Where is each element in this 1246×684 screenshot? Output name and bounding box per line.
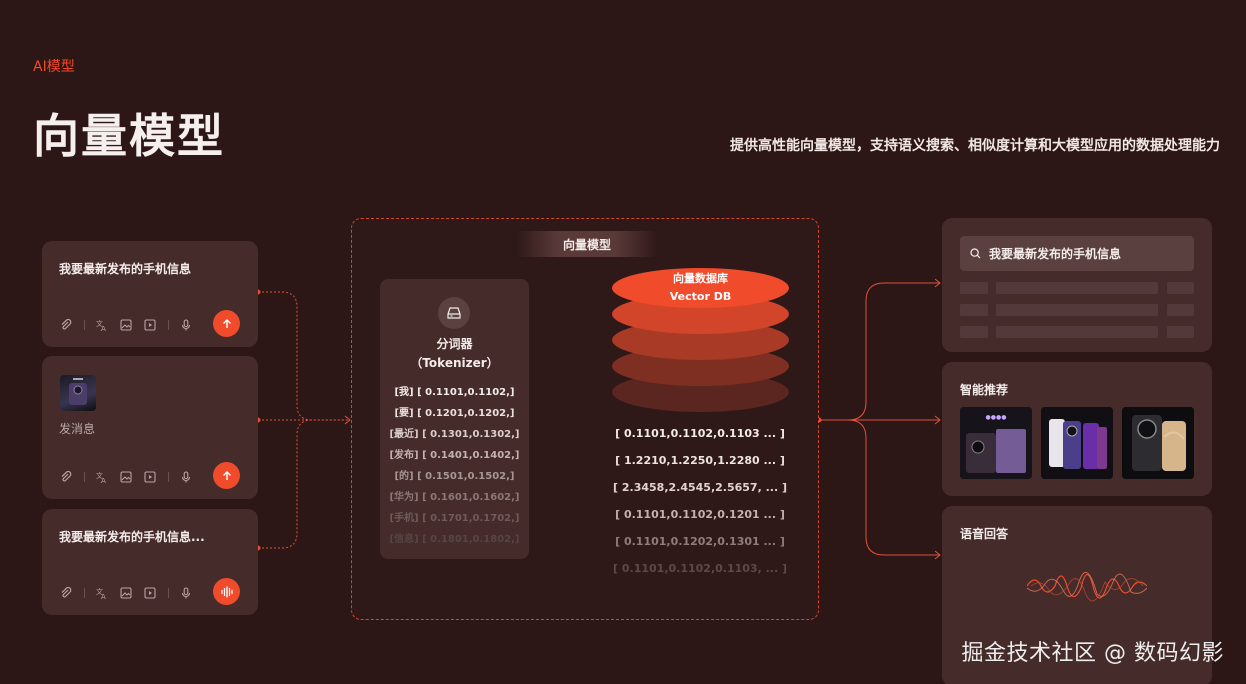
token-row: [信息] [ 0.1801,0.1802,] [389,534,520,545]
product-image[interactable] [1122,407,1194,479]
phone-thumbnail[interactable] [60,375,96,411]
svg-text:文: 文 [96,471,103,480]
microphone-icon[interactable] [180,587,192,599]
page-subtitle: 提供高性能向量模型，支持语义搜索、相似度计算和大模型应用的数据处理能力 [730,138,1220,154]
branch-voice [819,419,940,556]
product-image[interactable]: ●●●● [960,407,1032,479]
attach-icon[interactable] [60,471,72,483]
soundwave-graphic [1027,571,1147,602]
svg-text:A: A [101,325,106,331]
vector-row: [ 0.1101,0.1102,0.1103 ... ] [615,427,785,440]
vector-db-label: 向量数据库 Vector DB [612,270,789,306]
drive-icon [438,297,470,329]
video-icon[interactable] [144,471,156,483]
svg-text:A: A [101,477,106,483]
microphone-icon[interactable] [180,471,192,483]
message-label: 发消息 [59,422,96,436]
image-icon[interactable] [120,471,132,483]
tokenizer-title-cn: 分词器 [436,337,473,351]
attach-icon[interactable] [60,319,72,331]
svg-text:文: 文 [96,319,103,328]
search-bar[interactable]: 我要最新发布的手机信息 [960,236,1194,271]
skeleton-line [1167,304,1194,316]
token-row: [要] [ 0.1201,0.1202,] [394,408,515,419]
token-row: [华为] [ 0.1601,0.1602,] [389,492,520,503]
voice-button[interactable] [213,578,240,605]
tokenizer-title-en: （Tokenizer） [410,356,499,370]
db-layer-1 [612,268,789,308]
vector-row: [ 0.1101,0.1202,0.1301 ... ] [615,535,785,548]
token-row: [手机] [ 0.1701,0.1702,] [389,513,520,524]
token-row: [最近] [ 0.1301,0.1302,] [389,429,520,440]
skeleton-line [996,326,1158,338]
vector-db-label-en: Vector DB [669,290,732,303]
arrow-up-icon [222,318,231,328]
token-row: [的] [ 0.1501,0.1502,] [394,471,515,482]
search-icon [970,248,981,259]
vector-row: [ 0.1101,0.1102,0.1103, ... ] [613,562,787,575]
image-icon[interactable] [120,587,132,599]
section-tag: AI模型 [33,59,75,75]
tokenizer-title: 分词器 （Tokenizer） [380,335,529,373]
soundwave-icon [220,585,233,598]
skeleton-line [1167,326,1194,338]
recommend-title: 智能推荐 [960,383,1009,397]
skeleton-line [1167,282,1194,294]
connector-card1 [258,291,350,421]
attach-icon[interactable] [60,587,72,599]
skeleton-line [960,326,988,338]
skeleton-line [960,282,988,294]
svg-text:A: A [101,593,106,599]
chat-prompt: 我要最新发布的手机信息 [59,262,192,276]
token-row: [发布] [ 0.1401,0.1402,] [389,450,520,461]
image-icon[interactable] [120,319,132,331]
arrow-up-icon [222,470,231,480]
tokenizer-panel: 分词器 （Tokenizer） [我] [ 0.1101,0.1102,] [要]… [380,279,529,559]
send-button[interactable] [213,462,240,489]
vector-row: [ 0.1101,0.1102,0.1201 ... ] [615,508,785,521]
watermark: 掘金技术社区 @ 数码幻影 [961,641,1224,666]
search-result-card: 我要最新发布的手机信息 [942,218,1212,352]
vector-db-label-cn: 向量数据库 [673,272,728,285]
send-button[interactable] [213,310,240,337]
skeleton-line [960,304,988,316]
branch-search [819,282,940,421]
vector-row: [ 2.3458,2.4545,2.5657, ... ] [613,481,787,494]
video-icon[interactable] [144,587,156,599]
token-row: [我] [ 0.1101,0.1102,] [394,387,515,398]
skeleton-line [996,282,1158,294]
voice-answer-title: 语音回答 [960,527,1009,541]
svg-text:文: 文 [96,587,103,596]
vector-row: [ 1.2210,1.2250,1.2280 ... ] [615,454,785,467]
page-title: 向量模型 [33,109,225,163]
chat-prompt: 我要最新发布的手机信息... [59,530,205,544]
skeleton-line [996,304,1158,316]
video-icon[interactable] [144,319,156,331]
connector-card3 [258,419,313,549]
recommend-card: 智能推荐 ●●●● [942,362,1212,496]
vector-model-title: 向量模型 [517,231,657,257]
voice-answer-card: 语音回答 [942,506,1212,684]
product-image[interactable] [1041,407,1113,479]
microphone-icon[interactable] [180,319,192,331]
svg-text:●●●●: ●●●● [986,414,1007,421]
search-text: 我要最新发布的手机信息 [989,247,1122,261]
vector-db-stack [612,268,789,412]
